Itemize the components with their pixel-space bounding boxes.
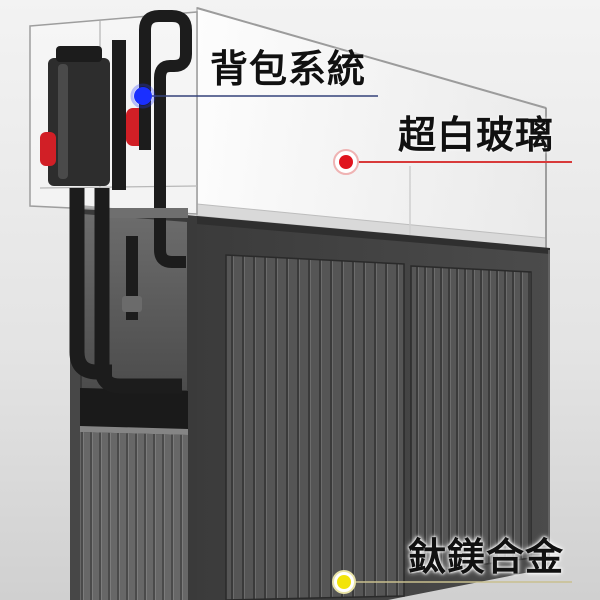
filter-pump-cap [56, 46, 102, 62]
cabinet-door-left [225, 254, 405, 600]
callout-marker-ultra-clear-glass [339, 155, 353, 169]
cabinet-plumbing [69, 188, 188, 394]
filter-column-highlight [58, 64, 68, 179]
filter-column [48, 58, 110, 186]
cabinet-end-vent-panel [80, 432, 188, 600]
drain-pipe-center [94, 188, 182, 394]
callout-label-ultra-clear-glass: 超白玻璃 [398, 113, 555, 157]
cabinet-shelf-gap [80, 388, 188, 430]
cabinet-door-right [410, 265, 532, 575]
pipe-fitting [122, 296, 142, 312]
callout-label-backpack-system: 背包系統 [210, 47, 367, 91]
center-pipe [112, 40, 126, 190]
callout-backpack-system [130, 83, 378, 109]
callout-label-titanium-alloy: 鈦鎂合金 [408, 535, 565, 579]
callout-marker-glow-backpack-system [130, 83, 156, 109]
overflow-pipe-bend [154, 236, 186, 268]
tank-top-edge [196, 7, 547, 109]
callout-marker-backpack-system [134, 87, 152, 105]
callout-marker-titanium-alloy [337, 575, 351, 589]
callout-ultra-clear-glass [333, 149, 572, 175]
valve-handle-left [40, 132, 56, 166]
plumbing-manifold [108, 208, 188, 218]
cabinet-corner-post [70, 204, 80, 600]
callout-titanium-alloy [332, 570, 572, 594]
overflow-u-pipe [139, 10, 192, 236]
cabinet-top-lip [197, 216, 550, 254]
backpack-filter-system [29, 10, 198, 236]
